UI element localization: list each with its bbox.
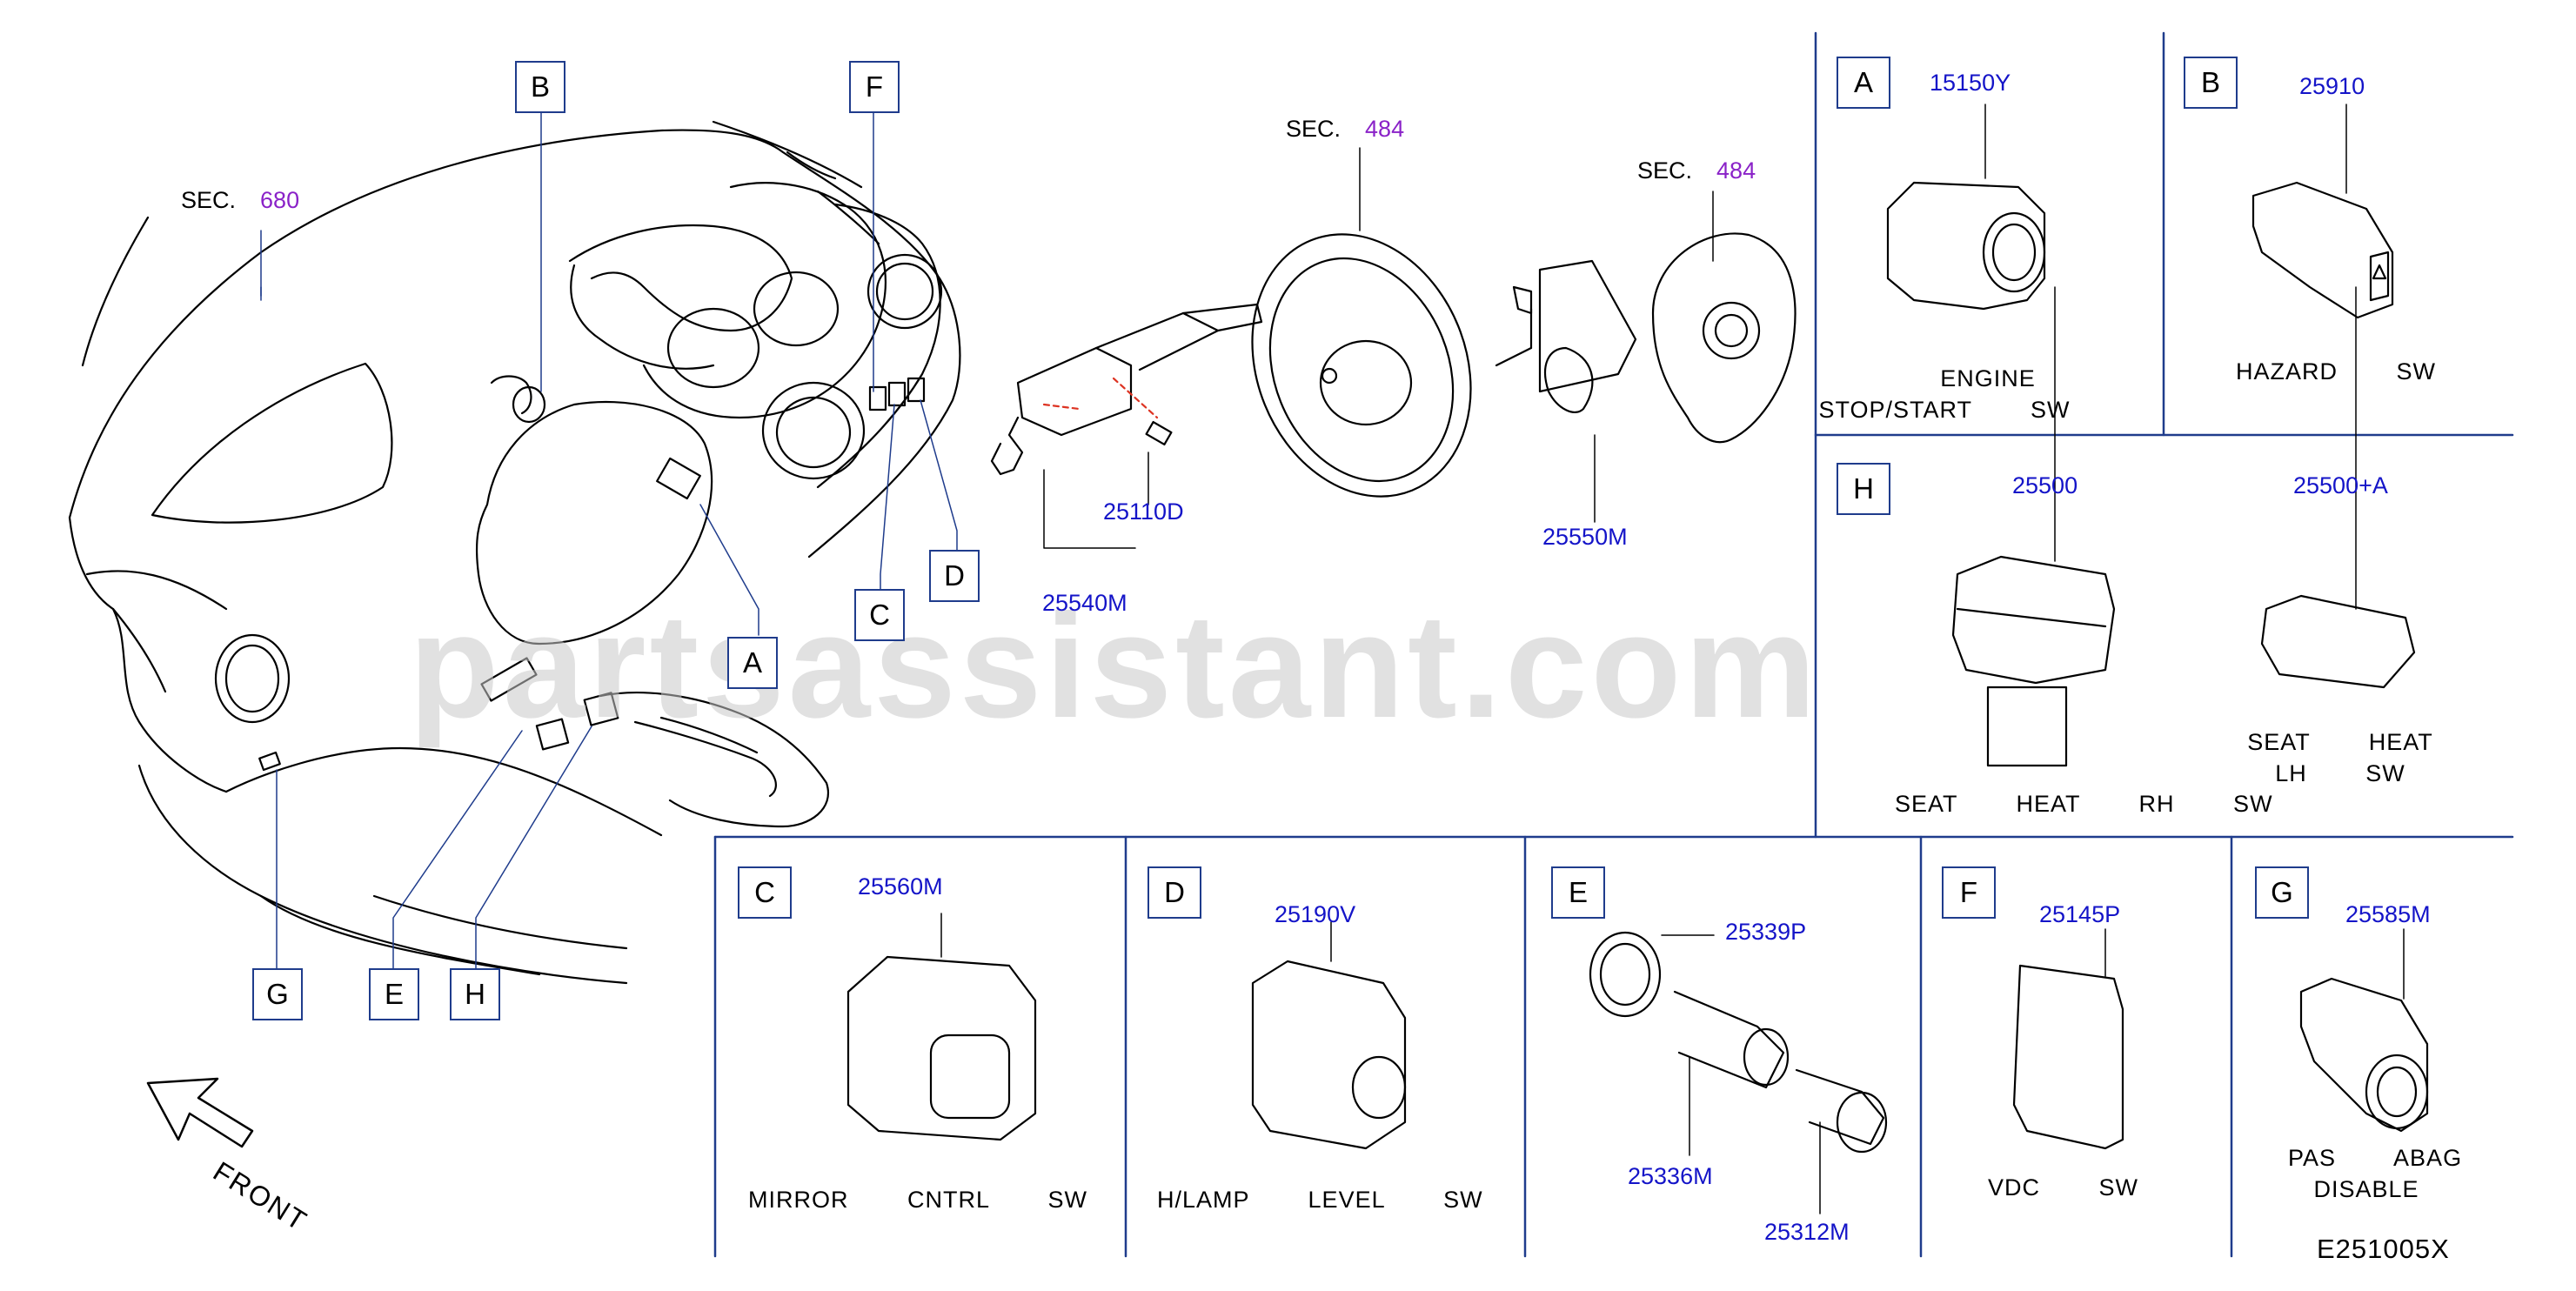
part-number-25540M[interactable]: 25540M [1042, 590, 1127, 616]
leader-lines [260, 112, 958, 969]
callout-A[interactable]: A [727, 637, 778, 689]
section-ref-484-airbag[interactable]: SEC.484 [1637, 157, 1756, 184]
airbag-drawing [1495, 191, 1797, 523]
part-number-25339P[interactable]: 25339P [1725, 919, 1807, 945]
panel-C-caption: MIRROR CNTRL SW [748, 1187, 1087, 1213]
panel-B-letter: B [2184, 57, 2238, 109]
callout-G[interactable]: G [252, 968, 303, 1020]
callout-F[interactable]: F [849, 61, 900, 113]
combination-switch-drawing [990, 303, 1263, 549]
mirror-control-switch-drawing [846, 913, 1037, 1141]
dashboard-drawing [68, 120, 961, 985]
steering-wheel-drawing [1251, 147, 1472, 498]
panel-F-letter: F [1942, 866, 1996, 919]
callout-D[interactable]: D [929, 550, 980, 602]
headlamp-level-switch-drawing [1251, 921, 1407, 1150]
panel-G-caption-1: PAS ABAG [2288, 1145, 2463, 1171]
vdc-switch-drawing [2012, 928, 2124, 1150]
panel-A-letter: A [1837, 57, 1890, 109]
engine-start-switch-drawing [1886, 104, 2046, 311]
panel-A-caption-1: ENGINE [1940, 365, 2036, 391]
seat-heat-rh-drawing [1951, 286, 2116, 767]
part-number-15150Y[interactable]: 15150Y [1930, 70, 2011, 96]
panel-E-letter: E [1551, 866, 1605, 919]
hazard-switch-drawing [2251, 104, 2394, 319]
panel-G-letter: G [2255, 866, 2309, 919]
part-number-25550M[interactable]: 25550M [1542, 524, 1628, 550]
watermark: partsassistant.com [409, 584, 1820, 749]
section-ref-484-wheel[interactable]: SEC.484 [1286, 116, 1405, 142]
panel-D-caption: H/LAMP LEVEL SW [1157, 1187, 1483, 1213]
panel-F-caption: VDC SW [1988, 1174, 2139, 1201]
panel-H-caption-rh: SEAT HEAT RH SW [1895, 791, 2273, 817]
panel-D-letter: D [1147, 866, 1201, 919]
panel-H-caption-lh-1: SEAT HEAT [2247, 729, 2433, 755]
front-arrow-icon [146, 1077, 254, 1148]
part-number-25190V[interactable]: 25190V [1275, 901, 1356, 927]
callout-H[interactable]: H [450, 968, 500, 1020]
part-number-25560M[interactable]: 25560M [858, 873, 943, 900]
part-number-25910[interactable]: 25910 [2299, 73, 2365, 99]
panel-grid-lines [713, 31, 2514, 1258]
callout-C[interactable]: C [854, 589, 905, 641]
power-outlet-drawing [1589, 931, 1888, 1214]
panel-B-caption: HAZARD SW [2236, 358, 2437, 385]
section-ref-680[interactable]: SEC.680 [181, 187, 300, 213]
callout-E[interactable]: E [369, 968, 419, 1020]
panel-H-caption-lh-2: LH SW [2275, 760, 2405, 786]
part-number-25312M[interactable]: 25312M [1764, 1219, 1850, 1245]
part-number-25585M[interactable]: 25585M [2345, 901, 2431, 927]
callout-B[interactable]: B [515, 61, 565, 113]
panel-A-caption-2: STOP/START SW [1818, 397, 2071, 423]
panel-H-letter: H [1837, 463, 1890, 515]
panel-C-letter: C [738, 866, 792, 919]
seat-heat-lh-drawing [2260, 286, 2416, 689]
pas-abag-disable-drawing [2299, 928, 2429, 1133]
part-number-25145P[interactable]: 25145P [2039, 901, 2121, 927]
part-number-25110D[interactable]: 25110D [1103, 498, 1184, 525]
diagram-code: E251005X [2317, 1234, 2450, 1264]
panel-G-caption-2: DISABLE [2313, 1176, 2419, 1202]
part-number-25500[interactable]: 25500 [2012, 472, 2078, 498]
part-number-25500-A[interactable]: 25500+A [2293, 472, 2388, 498]
part-number-25336M[interactable]: 25336M [1628, 1163, 1713, 1189]
